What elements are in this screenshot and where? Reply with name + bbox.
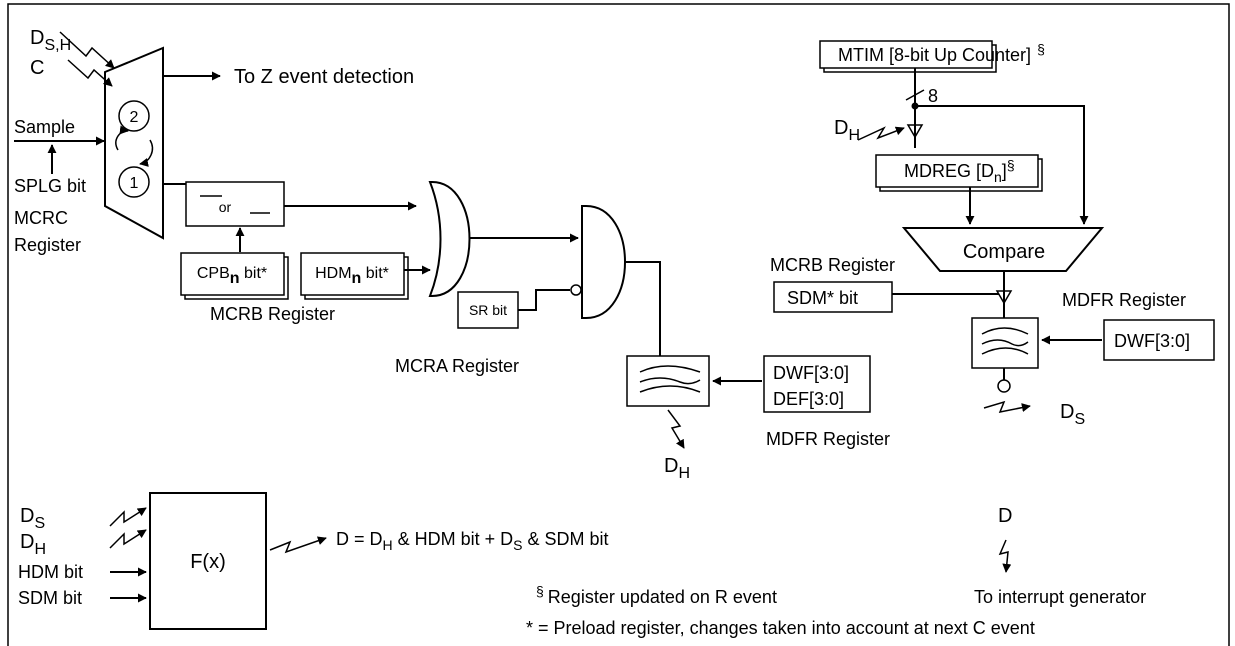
filter1-symbol [639, 365, 701, 393]
mux-switch-arrow-down [139, 139, 154, 167]
fx-input-ds-label: DS [20, 505, 45, 532]
fx-input-dh-arrow [109, 529, 147, 549]
filter1-config-register [763, 355, 871, 413]
fx-input-sdm-label: SDM bit [18, 588, 82, 608]
sdm-register [773, 281, 893, 313]
sr-to-and2-wire [518, 289, 570, 311]
mux-input-c: C [30, 57, 44, 79]
fx-input-dh-label: DH [20, 531, 46, 558]
interrupt-d-label: D [998, 505, 1012, 527]
fx-block [149, 492, 267, 630]
mux-trapezoid [104, 46, 164, 240]
to-z-label: To Z event detection [234, 66, 414, 88]
sr-bit-label: SR bit [469, 302, 507, 318]
dh-output-arrow [667, 409, 685, 449]
compare-label: Compare [963, 241, 1045, 263]
and2-to-filter1-wire [625, 261, 661, 356]
and-gate-1 [428, 181, 471, 297]
sdm-bit-label: SDM* bit [787, 288, 858, 308]
filter2-block [971, 317, 1039, 369]
bus-width-label: 8 [928, 86, 938, 106]
dwf-right-label: DWF[3:0] [1114, 331, 1190, 351]
frame [7, 3, 1230, 646]
interrupt-label: To interrupt generator [974, 587, 1146, 607]
filter2-inverter-bubble [997, 379, 1011, 393]
mdfr-right-label: MDFR Register [1062, 290, 1186, 310]
dsh-event-arrow [59, 31, 115, 69]
mcrc-label-2: Register [14, 235, 81, 255]
mdreg-label: MDREG [Dn]§ [904, 157, 1015, 185]
mux-switch-arrow-up [115, 125, 129, 151]
fx-output-equation: D = DH & HDM bit + DS & SDM bit [336, 529, 609, 553]
hdm-label: HDMn bit* [315, 265, 389, 287]
filter1-dwf-label: DWF[3:0] [773, 363, 849, 383]
dh-input-label: DH [834, 117, 860, 144]
fx-input-ds-arrow [109, 507, 147, 527]
dh-output-label: DH [664, 455, 690, 482]
mtim-to-compare-wire [915, 105, 1089, 225]
compare-block [901, 227, 1105, 272]
filter1-mdfr-label: MDFR Register [766, 429, 890, 449]
mux-position-2 [118, 100, 150, 132]
fx-input-hdm-label: HDM bit [18, 562, 83, 582]
footnote-register-updated: §Register updated on R event [536, 583, 777, 607]
sr-register [457, 291, 519, 329]
sample-label: Sample [14, 117, 75, 137]
mux-pos2-label: 2 [130, 109, 139, 126]
hdm-register [300, 252, 405, 296]
interrupt-arrow [998, 539, 1012, 573]
mcrc-label-1: MCRC [14, 208, 68, 228]
footnote-preload: * = Preload register, changes taken into… [526, 618, 1035, 638]
mcra-label: MCRA Register [395, 356, 519, 376]
ds-output-label: DS [1060, 401, 1085, 428]
ds-output-arrow [983, 400, 1031, 414]
mcrb-right-label: MCRB Register [770, 255, 895, 275]
dwf-right-register [1103, 319, 1215, 361]
and2-inverter-bubble [570, 284, 582, 296]
mdreg-register [875, 154, 1039, 188]
and-gate-2 [581, 205, 626, 319]
mtim-label: MTIM [8-bit Up Counter]§ [838, 41, 1045, 65]
bus-width-slash [905, 89, 925, 101]
or-label: or [219, 199, 232, 215]
mux-input-dsh: DS,H [30, 27, 71, 54]
splg-label: SPLG bit [14, 176, 86, 196]
cpb-label: CPBn bit* [197, 265, 267, 287]
mux-pos1-label: 1 [130, 175, 139, 192]
or-box [185, 181, 285, 227]
mcrb-left-label: MCRB Register [210, 304, 335, 324]
filter2-latch-triangle [995, 290, 1013, 305]
c-event-arrow [67, 59, 113, 87]
mux-block: 2 1 [104, 46, 164, 240]
mux-position-1 [118, 166, 150, 198]
dh-input-arrow [857, 126, 905, 141]
filter2-symbol [981, 327, 1029, 355]
fx-output-arrow [269, 536, 327, 554]
mdreg-latch-triangle [906, 124, 924, 139]
filter1-def-label: DEF[3:0] [773, 389, 844, 409]
cpb-register [180, 252, 285, 296]
fx-label: F(x) [190, 551, 226, 573]
mtim-register [819, 40, 993, 69]
